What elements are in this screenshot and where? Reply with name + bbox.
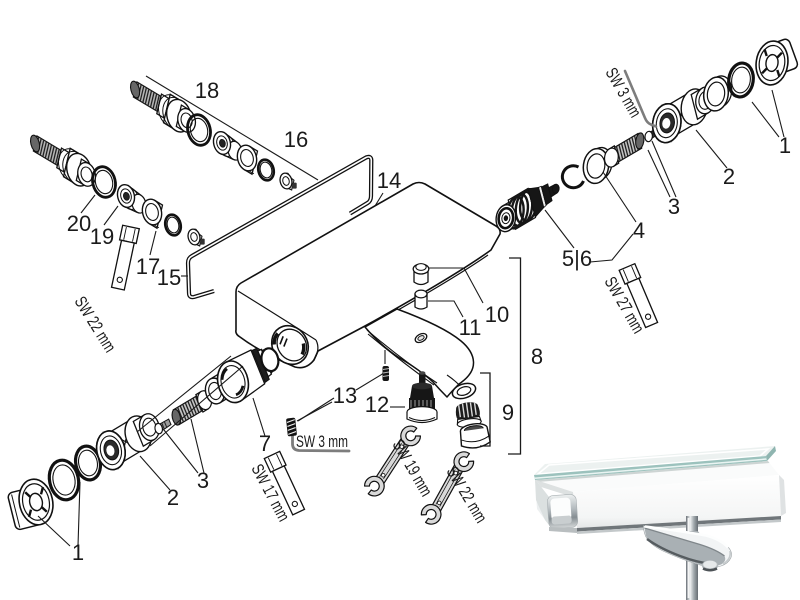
svg-text:3: 3	[668, 194, 680, 219]
svg-text:10: 10	[485, 302, 509, 327]
svg-text:14: 14	[377, 168, 401, 193]
svg-text:17: 17	[136, 254, 160, 279]
svg-text:2: 2	[167, 485, 179, 510]
svg-text:5|6: 5|6	[562, 246, 592, 271]
svg-text:19: 19	[90, 224, 114, 249]
svg-text:9: 9	[502, 400, 514, 425]
svg-text:20: 20	[67, 211, 91, 236]
svg-text:13: 13	[333, 383, 357, 408]
svg-text:3: 3	[197, 468, 209, 493]
svg-text:16: 16	[284, 127, 308, 152]
svg-text:2: 2	[723, 164, 735, 189]
svg-text:8: 8	[531, 344, 543, 369]
svg-text:15: 15	[157, 265, 181, 290]
svg-text:4: 4	[633, 218, 645, 243]
svg-text:SW 3 mm: SW 3 mm	[296, 432, 348, 451]
svg-text:1: 1	[779, 133, 791, 158]
svg-text:12: 12	[365, 392, 389, 417]
svg-text:1: 1	[72, 540, 84, 565]
svg-text:11: 11	[459, 315, 482, 340]
svg-text:18: 18	[195, 78, 219, 103]
svg-text:7: 7	[259, 431, 271, 456]
